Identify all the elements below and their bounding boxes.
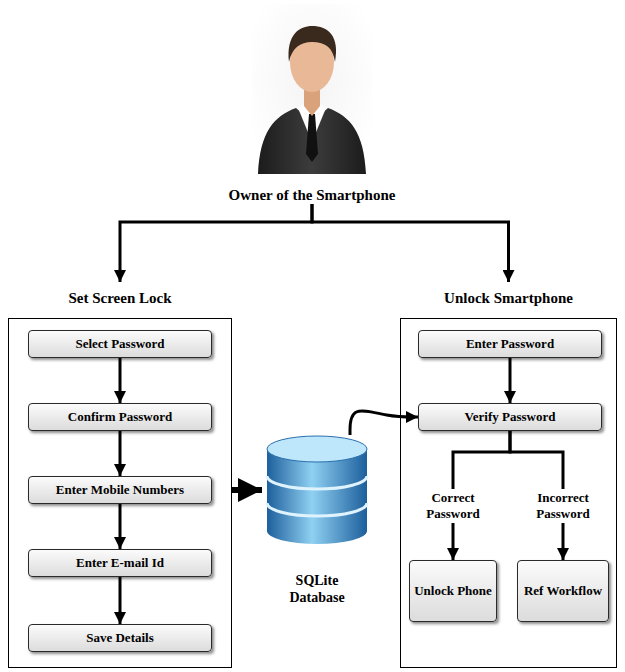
- node-label: SQLite Database: [272, 573, 362, 607]
- process-box: Unlock Phone: [409, 560, 497, 622]
- flow-arrow: [119, 577, 122, 624]
- database-node: SQLite Database: [262, 435, 372, 607]
- panel-heading: Unlock Smartphone: [400, 282, 617, 318]
- database-icon: [262, 435, 372, 547]
- flow-arrow: [120, 204, 312, 282]
- cylinder-band: [267, 503, 367, 516]
- process-box: Enter E-mail Id: [28, 549, 212, 577]
- process-box: Confirm Password: [28, 403, 212, 431]
- hair: [289, 26, 337, 62]
- edge-label: Incorrect Password: [525, 489, 601, 522]
- process-box: Select Password: [28, 330, 212, 358]
- node-label: Enter Password: [466, 336, 554, 352]
- node-label: Confirm Password: [68, 409, 172, 425]
- node-label: Enter E-mail Id: [76, 555, 164, 571]
- cylinder-band: [267, 476, 367, 489]
- flow-arrow: [509, 358, 512, 403]
- node-label: Unlock Phone: [414, 583, 492, 599]
- process-box: Verify Password: [418, 403, 602, 431]
- suit: [258, 108, 366, 174]
- panel-heading: Set Screen Lock: [8, 282, 232, 318]
- node-label: Select Password: [75, 336, 164, 352]
- node-label: Ref Workflow: [524, 583, 602, 599]
- node-label: Owner of the Smartphone: [229, 187, 396, 204]
- node-label: Enter Mobile Numbers: [56, 482, 184, 498]
- flow-arrow: [119, 358, 122, 403]
- neck: [304, 90, 320, 116]
- cylinder-top: [267, 436, 367, 462]
- person-icon: [252, 4, 372, 174]
- icon-ground: [252, 4, 372, 174]
- process-box: Ref Workflow: [517, 560, 609, 622]
- flow-arrow: [350, 411, 418, 435]
- panel-group: Enter PasswordVerify PasswordUnlock Phon…: [400, 282, 617, 668]
- flow-arrow: [232, 487, 262, 493]
- node-label: Verify Password: [465, 409, 556, 425]
- cylinder-body: [267, 449, 367, 544]
- tie: [306, 114, 318, 162]
- node-label: Save Details: [86, 630, 154, 646]
- panel-group: Select PasswordConfirm PasswordEnter Mob…: [8, 282, 232, 668]
- flow-arrow: [119, 431, 122, 476]
- process-box: Enter Mobile Numbers: [28, 476, 212, 504]
- flow-arrow: [312, 204, 509, 282]
- process-box: Save Details: [28, 624, 212, 652]
- edge-label: Correct Password: [415, 489, 491, 522]
- flow-arrow: [119, 504, 122, 549]
- actor-node: Owner of the Smartphone: [197, 4, 427, 204]
- process-box: Enter Password: [418, 330, 602, 358]
